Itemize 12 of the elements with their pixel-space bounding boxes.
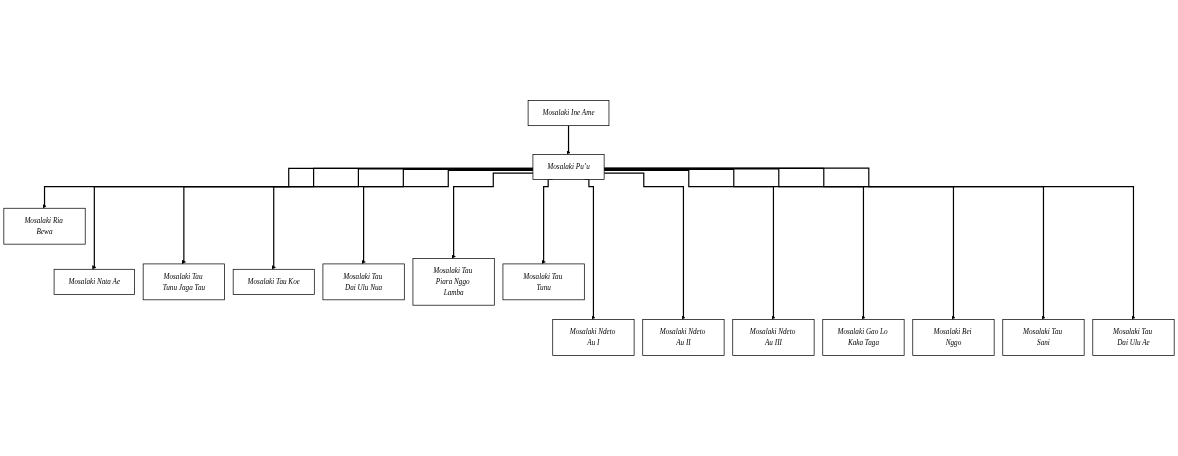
arrow: [603, 168, 956, 320]
arrow: [603, 167, 1136, 320]
arrow: [603, 167, 1046, 320]
arrow: [361, 169, 534, 265]
arrow: [271, 168, 534, 270]
arrow: [603, 172, 686, 320]
arrow: [566, 125, 571, 155]
arrow: [181, 168, 534, 265]
arrow: [451, 172, 534, 259]
arrow: [603, 168, 866, 320]
arrow: [603, 169, 776, 320]
arrow: [92, 167, 534, 270]
